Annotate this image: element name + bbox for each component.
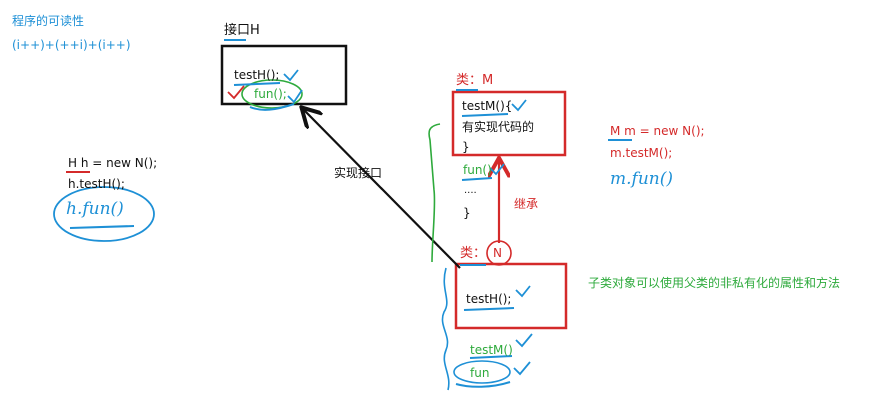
check-mark bbox=[511, 99, 527, 112]
class-n-method-testh: testH(); bbox=[466, 292, 512, 306]
class-n-letter: N bbox=[493, 246, 502, 260]
code-right-line-1: M m = new N(); bbox=[610, 124, 705, 138]
code-right-handwritten: m.fun() bbox=[610, 169, 673, 189]
code-right-line-2: m.testM(); bbox=[610, 146, 673, 160]
blue-squiggle bbox=[441, 267, 450, 391]
underline-fun-n bbox=[455, 381, 511, 388]
interface-h-box bbox=[220, 44, 348, 106]
class-n-title: 类： bbox=[460, 246, 487, 261]
check-mark bbox=[513, 361, 531, 376]
interface-h-method-fun: fun(); bbox=[254, 87, 287, 101]
class-n-inherited-fun: fun bbox=[470, 366, 490, 380]
interface-h-method-testh: testH(); bbox=[234, 68, 280, 82]
code-left-handwritten: h.fun() bbox=[66, 199, 124, 219]
underline-testh-n bbox=[463, 307, 515, 311]
check-mark bbox=[515, 333, 533, 348]
class-m-method-fun: fun() bbox=[463, 163, 492, 177]
class-n-box bbox=[454, 262, 568, 330]
readability-title: 程序的可读性 bbox=[12, 14, 85, 28]
interface-h-title: 接口H bbox=[224, 23, 260, 38]
underline-testm bbox=[461, 113, 509, 117]
subclass-note: 子类对象可以使用父类的非私有化的属性和方法 bbox=[588, 276, 841, 290]
code-left-line-2: h.testH(); bbox=[68, 177, 125, 191]
implements-arrow bbox=[303, 109, 461, 269]
fun-circle-blue bbox=[453, 360, 511, 384]
readability-expression: (i++)+(++i)+(i++) bbox=[12, 38, 131, 52]
check-mark bbox=[287, 89, 303, 104]
check-mark bbox=[489, 163, 505, 176]
class-m-title: 类：M bbox=[456, 73, 494, 88]
implements-label: 实现接口 bbox=[334, 166, 383, 180]
underline-fun-m bbox=[461, 177, 493, 181]
underline-hfun-hand bbox=[69, 225, 135, 229]
class-m-method-testm: testM(){ bbox=[462, 99, 513, 113]
check-mark bbox=[283, 69, 299, 82]
fun-circle-green bbox=[241, 79, 303, 109]
class-m-body-text: 有实现代码的 bbox=[462, 120, 535, 134]
code-left-line-1: H h = new N(); bbox=[68, 156, 158, 170]
class-m-close-brace: } bbox=[462, 140, 470, 154]
underline-testh bbox=[233, 82, 281, 86]
underline-testm-n bbox=[469, 355, 513, 359]
check-mark bbox=[227, 85, 245, 100]
check-mark bbox=[515, 285, 531, 298]
class-m-box bbox=[451, 90, 567, 157]
hfun-circle-blue bbox=[53, 186, 155, 242]
class-m-close-brace-2: } bbox=[463, 206, 471, 220]
class-m-ellipsis: .... bbox=[464, 185, 477, 196]
class-n-inherited-testm: testM() bbox=[470, 343, 513, 357]
inherits-label: 继承 bbox=[514, 197, 539, 211]
green-brace bbox=[428, 123, 441, 263]
underline-fun-h bbox=[249, 103, 295, 111]
n-circle-red bbox=[486, 240, 512, 266]
